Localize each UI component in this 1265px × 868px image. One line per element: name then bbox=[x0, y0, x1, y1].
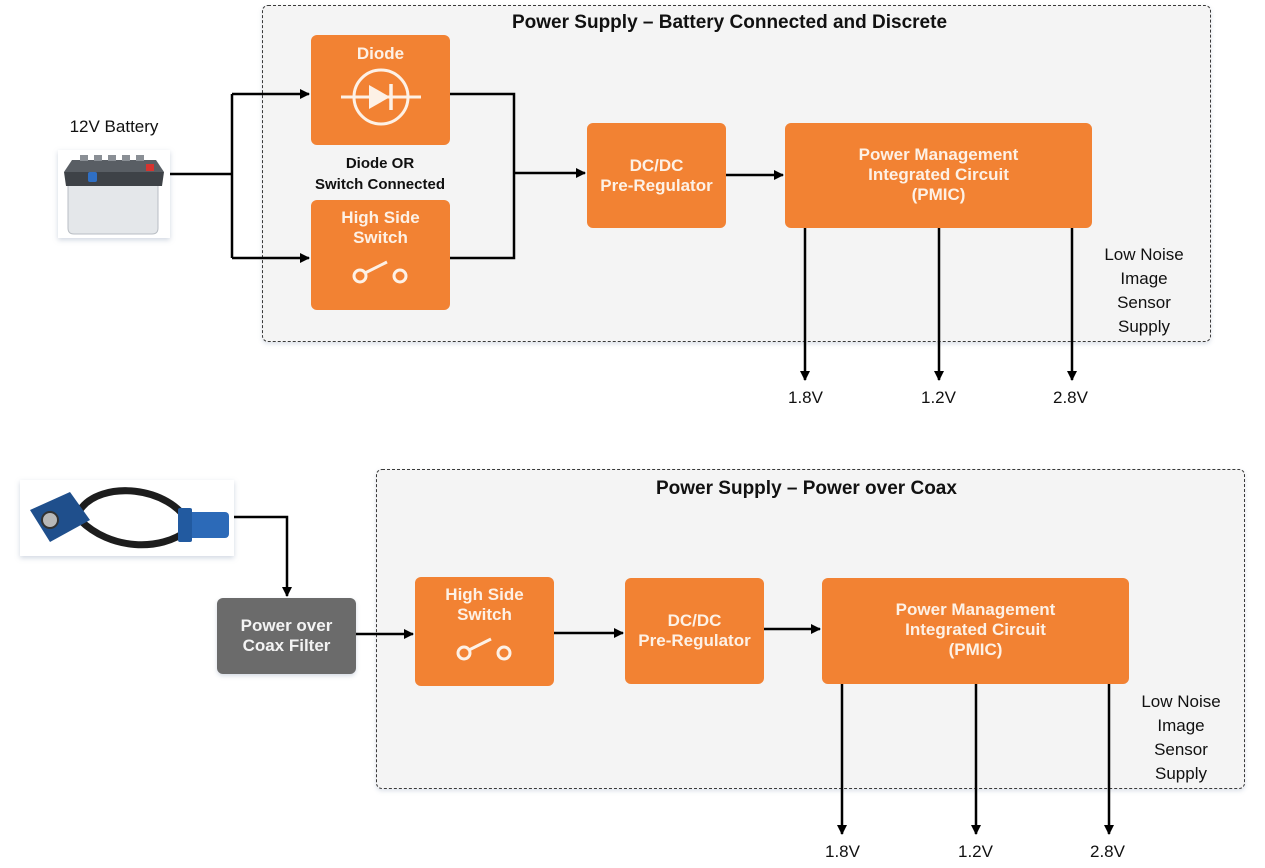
battery-panel-title: Power Supply – Battery Connected and Dis… bbox=[512, 12, 948, 33]
top-pmic-block[interactable]: Power Management Integrated Circuit (PMI… bbox=[785, 123, 1092, 228]
coax-connector-icon bbox=[30, 487, 229, 549]
coax-panel-title: Power Supply – Power over Coax bbox=[656, 478, 957, 499]
bottom-rail-2v8: 2.8V bbox=[1090, 842, 1125, 861]
coax-cable-photo bbox=[20, 480, 234, 556]
bottom-dcdc-label: DC/DC Pre-Regulator bbox=[638, 611, 751, 650]
top-rail-1v8: 1.8V bbox=[788, 388, 823, 407]
top-rail-2v8: 2.8V bbox=[1053, 388, 1088, 407]
bottom-rail-1v2: 1.2V bbox=[958, 842, 993, 861]
switch-icon bbox=[352, 260, 407, 284]
car-battery-photo bbox=[58, 150, 170, 238]
power-over-coax-filter-block[interactable]: Power over Coax Filter bbox=[217, 598, 356, 674]
battery-label: 12V Battery bbox=[69, 117, 159, 136]
coax-filter-label: Power over Coax Filter bbox=[240, 616, 333, 655]
top-low-noise-note: Low Noise Image Sensor Supply bbox=[1104, 245, 1184, 336]
bottom-switch-label: High Side Switch bbox=[445, 585, 524, 624]
bottom-pmic-block[interactable]: Power Management Integrated Circuit (PMI… bbox=[822, 578, 1129, 684]
bottom-pmic-label: Power Management Integrated Circuit (PMI… bbox=[895, 600, 1056, 659]
diode-block-label: Diode bbox=[356, 44, 405, 63]
wire-coax-to-filter bbox=[234, 515, 292, 597]
top-rail-1v2: 1.2V bbox=[921, 388, 956, 407]
diode-block[interactable]: Diode bbox=[311, 35, 450, 145]
bottom-dcdc-pre-regulator-block[interactable]: DC/DC Pre-Regulator bbox=[625, 578, 764, 684]
top-pmic-label: Power Management Integrated Circuit (PMI… bbox=[858, 145, 1019, 204]
wire-diode-out bbox=[450, 92, 516, 260]
bottom-rail-1v8: 1.8V bbox=[825, 842, 860, 861]
top-dcdc-pre-regulator-block[interactable]: DC/DC Pre-Regulator bbox=[587, 123, 726, 228]
top-high-side-switch-block[interactable]: High Side Switch bbox=[311, 200, 450, 310]
top-switch-label: High Side Switch bbox=[341, 208, 420, 247]
switch-icon bbox=[456, 637, 511, 661]
bottom-low-noise-note: Low Noise Image Sensor Supply bbox=[1141, 692, 1221, 783]
top-dcdc-label: DC/DC Pre-Regulator bbox=[600, 155, 713, 195]
diode-or-switch-caption: Diode OR Switch Connected bbox=[314, 155, 445, 193]
diode-icon bbox=[340, 68, 421, 126]
battery-icon bbox=[64, 155, 164, 235]
bottom-high-side-switch-block[interactable]: High Side Switch bbox=[415, 577, 554, 686]
